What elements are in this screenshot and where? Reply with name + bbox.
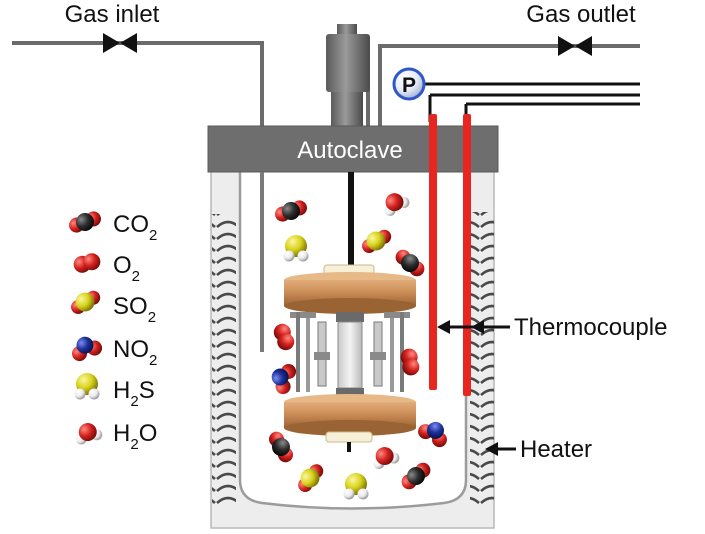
outlet-valve-icon (558, 36, 592, 56)
thermocouple-callout (437, 320, 510, 334)
legend-h2o-icon (72, 419, 104, 446)
thermocouple-label: Thermocouple (514, 314, 667, 341)
thermocouple-right (463, 114, 471, 396)
legend-h2o-label: H2O (113, 420, 157, 453)
sample-holder (284, 264, 416, 452)
legend-so2-label: SO2 (113, 293, 156, 326)
heater-coil-right (470, 212, 494, 506)
gas-inlet-line (12, 33, 264, 126)
pressure-gauge-label: P (402, 74, 416, 97)
legend-h2s-label: H2S (113, 377, 155, 410)
legend-co2-label: CO2 (113, 211, 157, 244)
legend: CO2 O2 SO2 NO2 H2S H2O (66, 207, 157, 453)
heater-label: Heater (520, 436, 592, 463)
heater-callout (485, 442, 516, 456)
autoclave-lid (207, 125, 499, 173)
thermocouple-wires (420, 82, 640, 122)
heater-coil-left (212, 214, 236, 504)
legend-o2-icon (71, 251, 103, 275)
thermocouple-left (429, 114, 437, 390)
autoclave-label: Autoclave (297, 137, 402, 164)
pressure-gauge: P (392, 67, 426, 101)
legend-so2-icon (68, 288, 104, 316)
stirrer-shaft (348, 172, 354, 268)
legend-no2-icon (67, 331, 105, 364)
gas-inlet-label: Gas inlet (65, 1, 160, 28)
inlet-valve-icon (103, 33, 137, 53)
gas-outlet-label: Gas outlet (526, 1, 636, 28)
legend-h2s-icon (74, 373, 100, 400)
legend-co2-icon (66, 207, 104, 237)
stirrer-motor (326, 24, 370, 126)
legend-no2-label: NO2 (113, 336, 157, 369)
legend-o2-label: O2 (113, 252, 140, 285)
